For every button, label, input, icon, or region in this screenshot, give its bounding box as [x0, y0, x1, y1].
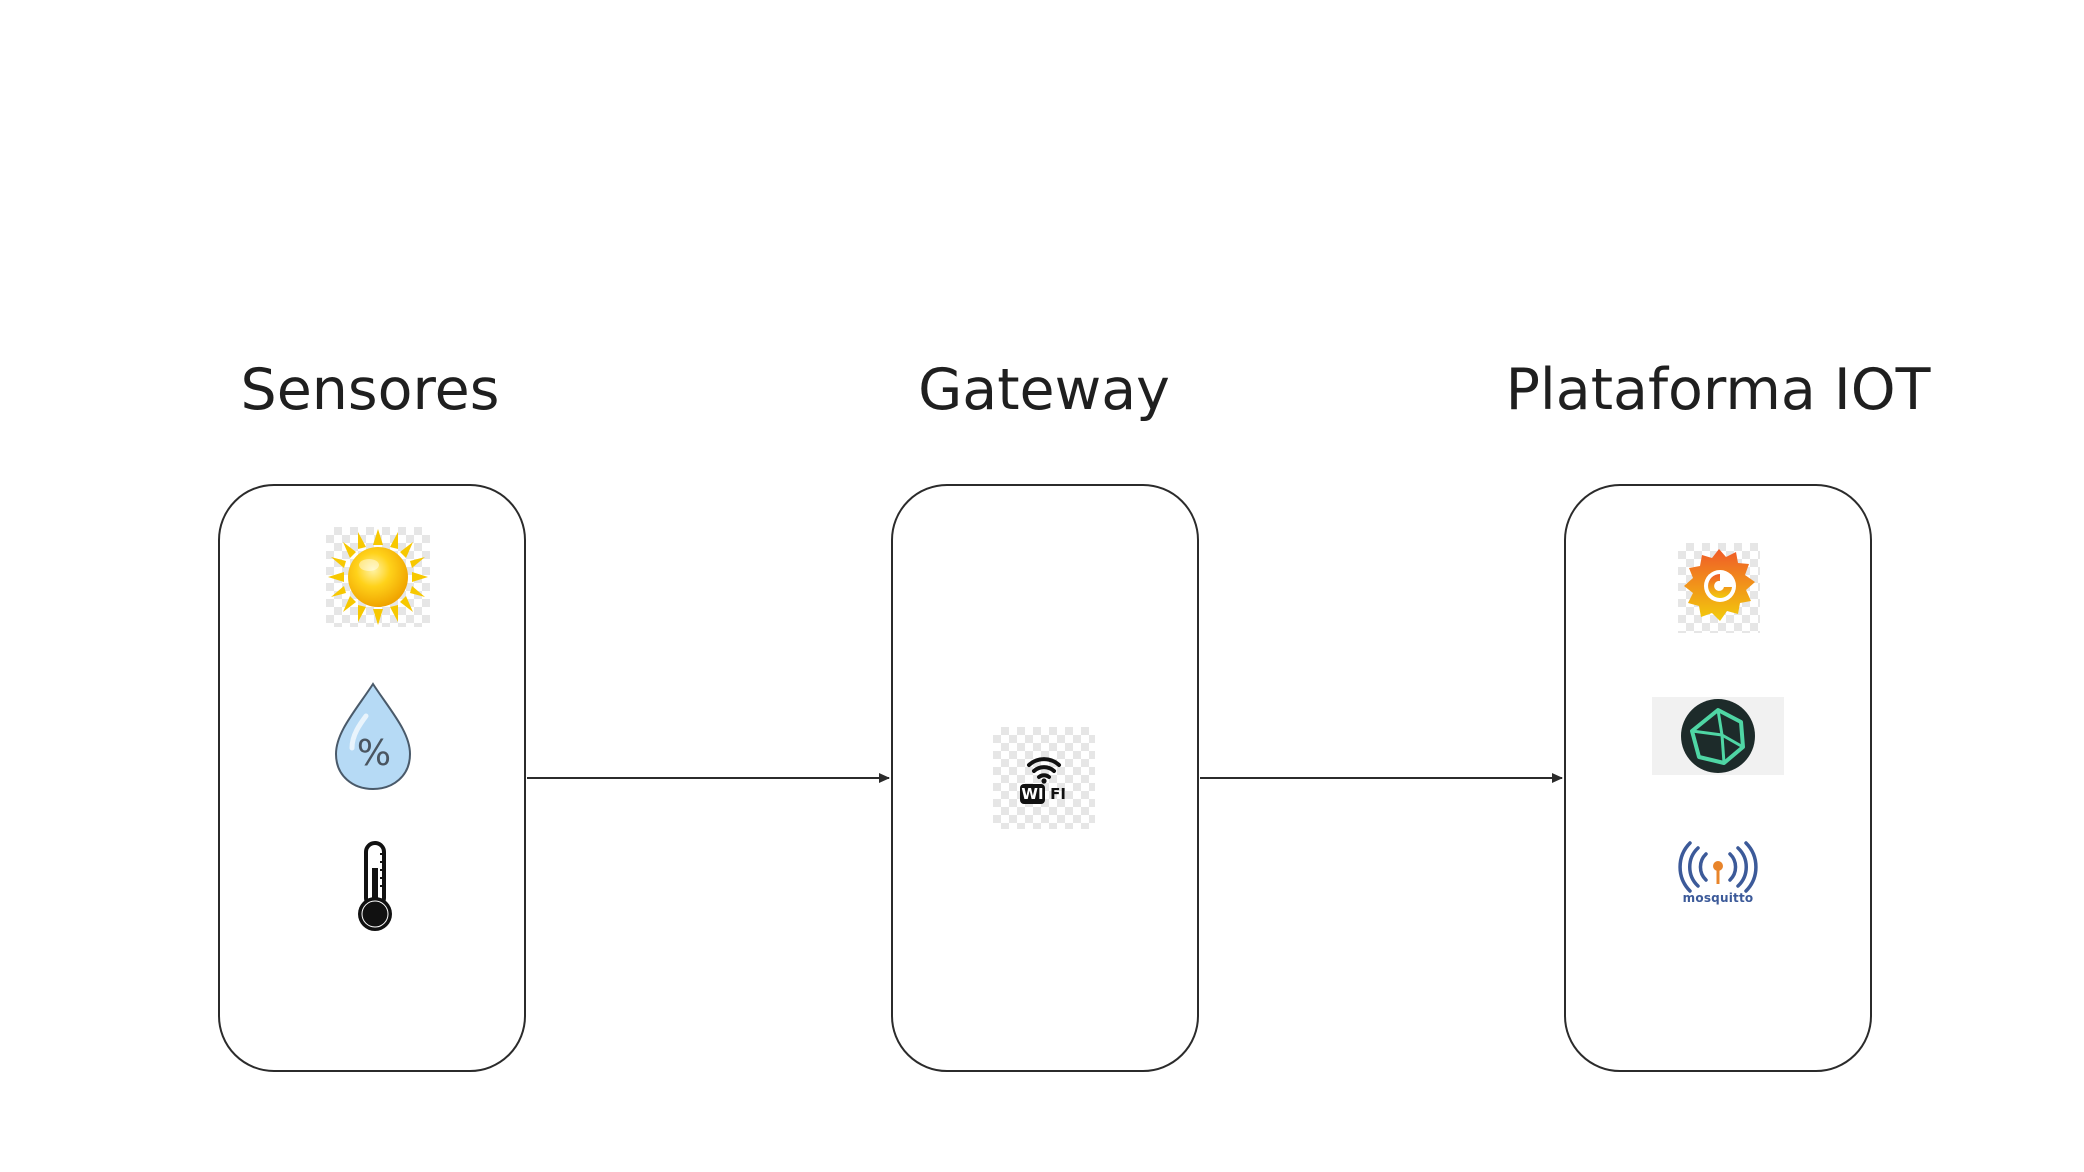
influxdb-logo: [1652, 697, 1784, 775]
thermometer-icon: [350, 840, 400, 936]
sun-icon: [326, 527, 430, 627]
sensors-title: Sensores: [240, 357, 500, 423]
humidity-drop-icon: %: [330, 680, 416, 792]
platform-title: Plataforma IOT: [1505, 357, 1931, 423]
wifi-label-right: FI: [1050, 785, 1066, 803]
wifi-label-left: WI: [1021, 785, 1044, 803]
mosquitto-logo: mosquitto: [1676, 840, 1760, 910]
grafana-logo: [1678, 543, 1760, 633]
wifi-icon: WI FI: [993, 727, 1095, 829]
mosquitto-label: mosquitto: [1682, 891, 1754, 905]
gateway-title: Gateway: [918, 357, 1170, 423]
humidity-percent-label: %: [356, 733, 392, 774]
